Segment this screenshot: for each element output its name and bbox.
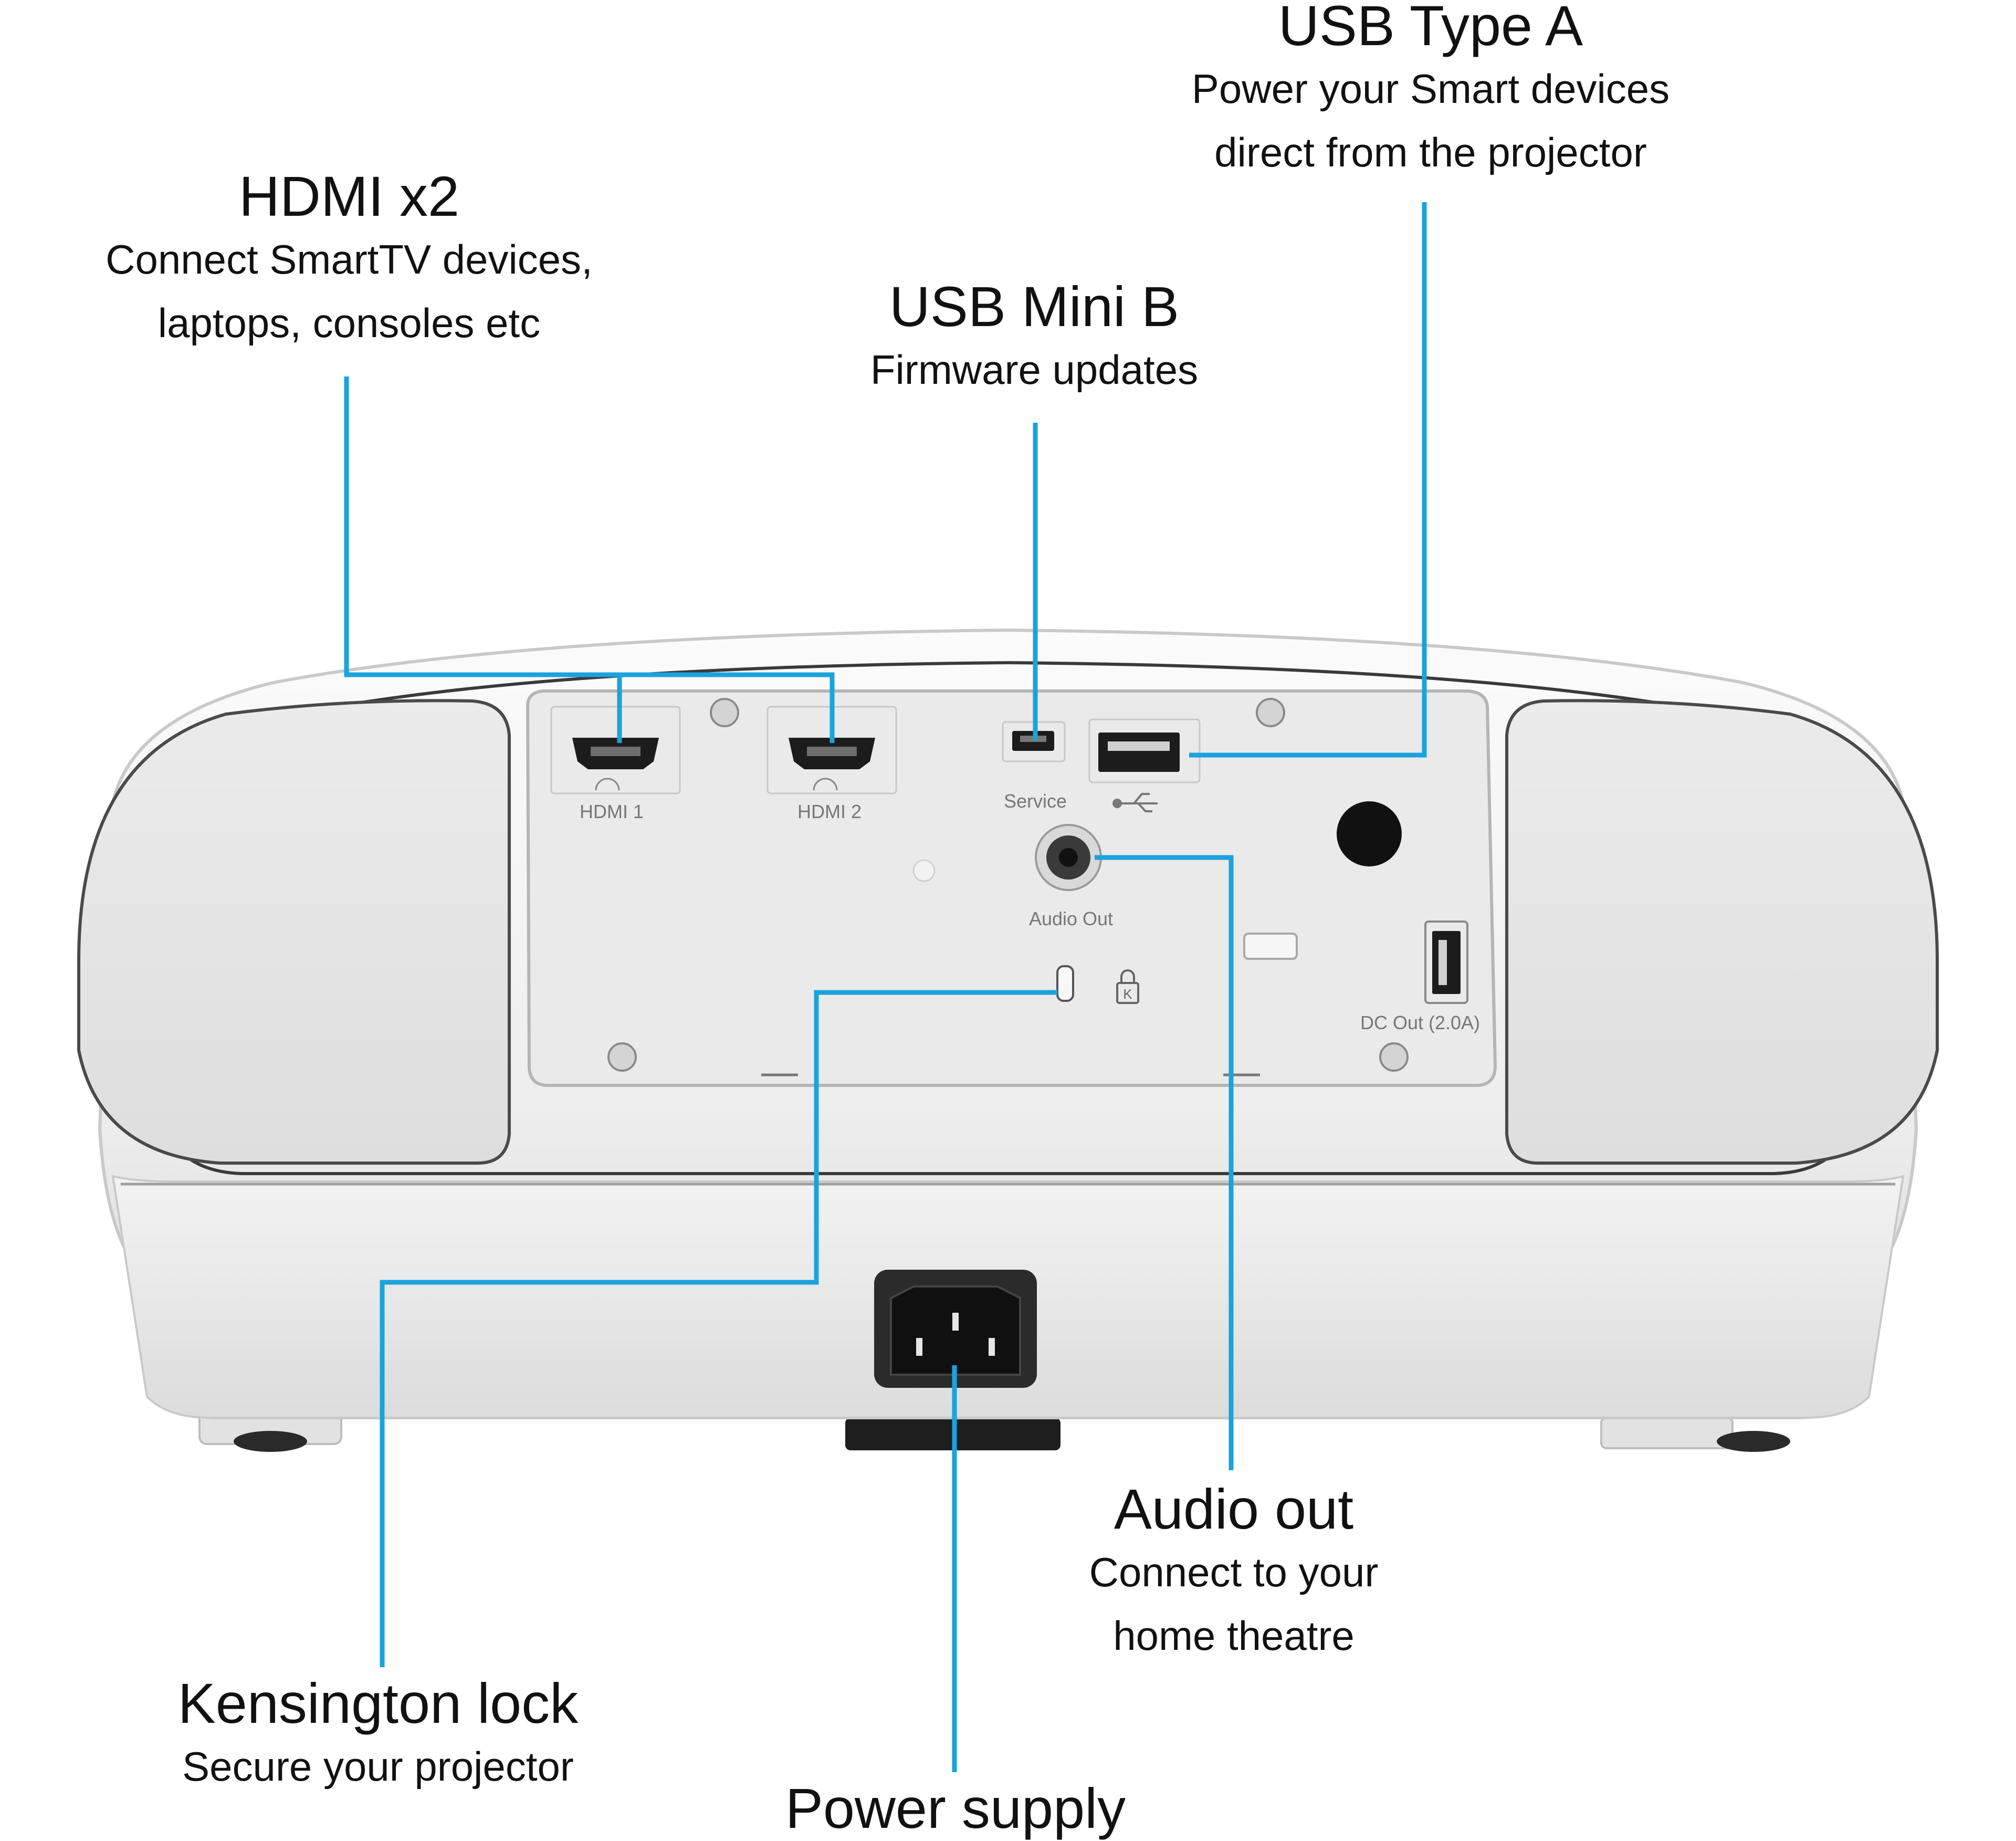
callout-kensington-lock: Kensington lock Secure your projector xyxy=(131,1672,625,1798)
callout-usb-type-a-desc-1: Power your Smart devices xyxy=(1191,65,1670,112)
dc-out-port[interactable] xyxy=(1424,920,1468,1004)
screw-bottom-right xyxy=(1379,1042,1409,1072)
audio-out-jack[interactable] xyxy=(1035,824,1102,891)
leader-line-usb-a xyxy=(1189,202,1427,758)
screw-top-right xyxy=(1256,698,1285,727)
kensington-logo-icon: K xyxy=(1116,969,1139,1004)
remote-receiver xyxy=(1337,801,1402,866)
audio-out-label: Audio Out xyxy=(1029,908,1113,929)
hdmi-1-label: HDMI 1 xyxy=(580,801,644,822)
panel-screws xyxy=(607,698,1409,1072)
leader-lines xyxy=(344,202,1427,1772)
screw-top-center xyxy=(710,698,739,727)
callout-hdmi-title: HDMI x2 xyxy=(238,164,460,228)
svg-text:K: K xyxy=(1123,986,1132,1002)
leader-line-audio xyxy=(1095,855,1234,1470)
kensington-slot[interactable] xyxy=(1056,965,1074,1002)
callout-usb-mini-b-desc: Firmware updates xyxy=(870,346,1199,393)
callout-hdmi-desc-2: laptops, consoles etc xyxy=(158,299,541,346)
callout-hdmi: HDMI x2 Connect SmartTV devices, laptops… xyxy=(79,165,620,355)
callout-hdmi-desc-1: Connect SmartTV devices, xyxy=(106,236,593,283)
dc-out-label: DC Out (2.0A) xyxy=(1360,1012,1480,1033)
hdmi-logo-icons xyxy=(595,778,838,791)
hdmi-1-logo-icon xyxy=(595,778,620,791)
callout-audio-out-title: Audio out xyxy=(1114,1477,1354,1541)
usb-type-a-port[interactable] xyxy=(1088,718,1201,783)
connector-panel xyxy=(526,689,1497,1087)
panel-clip xyxy=(1243,933,1298,960)
callout-kensington-lock-desc: Secure your projector xyxy=(182,1743,574,1790)
foot-left-pad xyxy=(234,1431,307,1452)
callout-usb-type-a-desc-2: direct from the projector xyxy=(1214,129,1647,175)
panel-indicator xyxy=(912,859,936,882)
power-inlet[interactable] xyxy=(874,1270,1037,1388)
hdmi-1-port[interactable] xyxy=(550,706,681,794)
callout-usb-type-a-title: USB Type A xyxy=(1278,0,1583,57)
callout-audio-out-desc-2: home theatre xyxy=(1113,1612,1354,1659)
callout-audio-out: Audio out Connect to your home theatre xyxy=(1034,1478,1433,1668)
callout-power-supply-title: Power supply xyxy=(785,1776,1126,1840)
screw-bottom-left xyxy=(607,1042,637,1072)
callout-kensington-lock-title: Kensington lock xyxy=(177,1671,579,1735)
leader-line-hdmi-2 xyxy=(620,672,835,743)
callout-usb-type-a: USB Type A Power your Smart devices dire… xyxy=(1171,0,1690,184)
callout-audio-out-desc-1: Connect to your xyxy=(1089,1549,1379,1595)
grille-right xyxy=(1505,699,1939,1165)
usb-mini-b-port[interactable] xyxy=(1002,721,1066,762)
foot-right xyxy=(1600,1417,1734,1449)
leader-line-kensington xyxy=(380,990,1057,1667)
callout-usb-mini-b: USB Mini B Firmware updates xyxy=(830,275,1239,402)
callout-power-supply: Power supply xyxy=(724,1777,1186,1840)
callout-usb-mini-b-title: USB Mini B xyxy=(889,275,1180,338)
grille-left xyxy=(77,699,511,1165)
service-label: Service xyxy=(1004,790,1067,812)
hdmi-2-label: HDMI 2 xyxy=(797,801,862,822)
hdmi-2-port[interactable] xyxy=(766,706,897,794)
hdmi-2-logo-icon xyxy=(813,778,838,791)
usb-icon xyxy=(1112,793,1158,812)
foot-right-pad xyxy=(1717,1431,1790,1452)
leader-line-hdmi xyxy=(344,376,622,743)
